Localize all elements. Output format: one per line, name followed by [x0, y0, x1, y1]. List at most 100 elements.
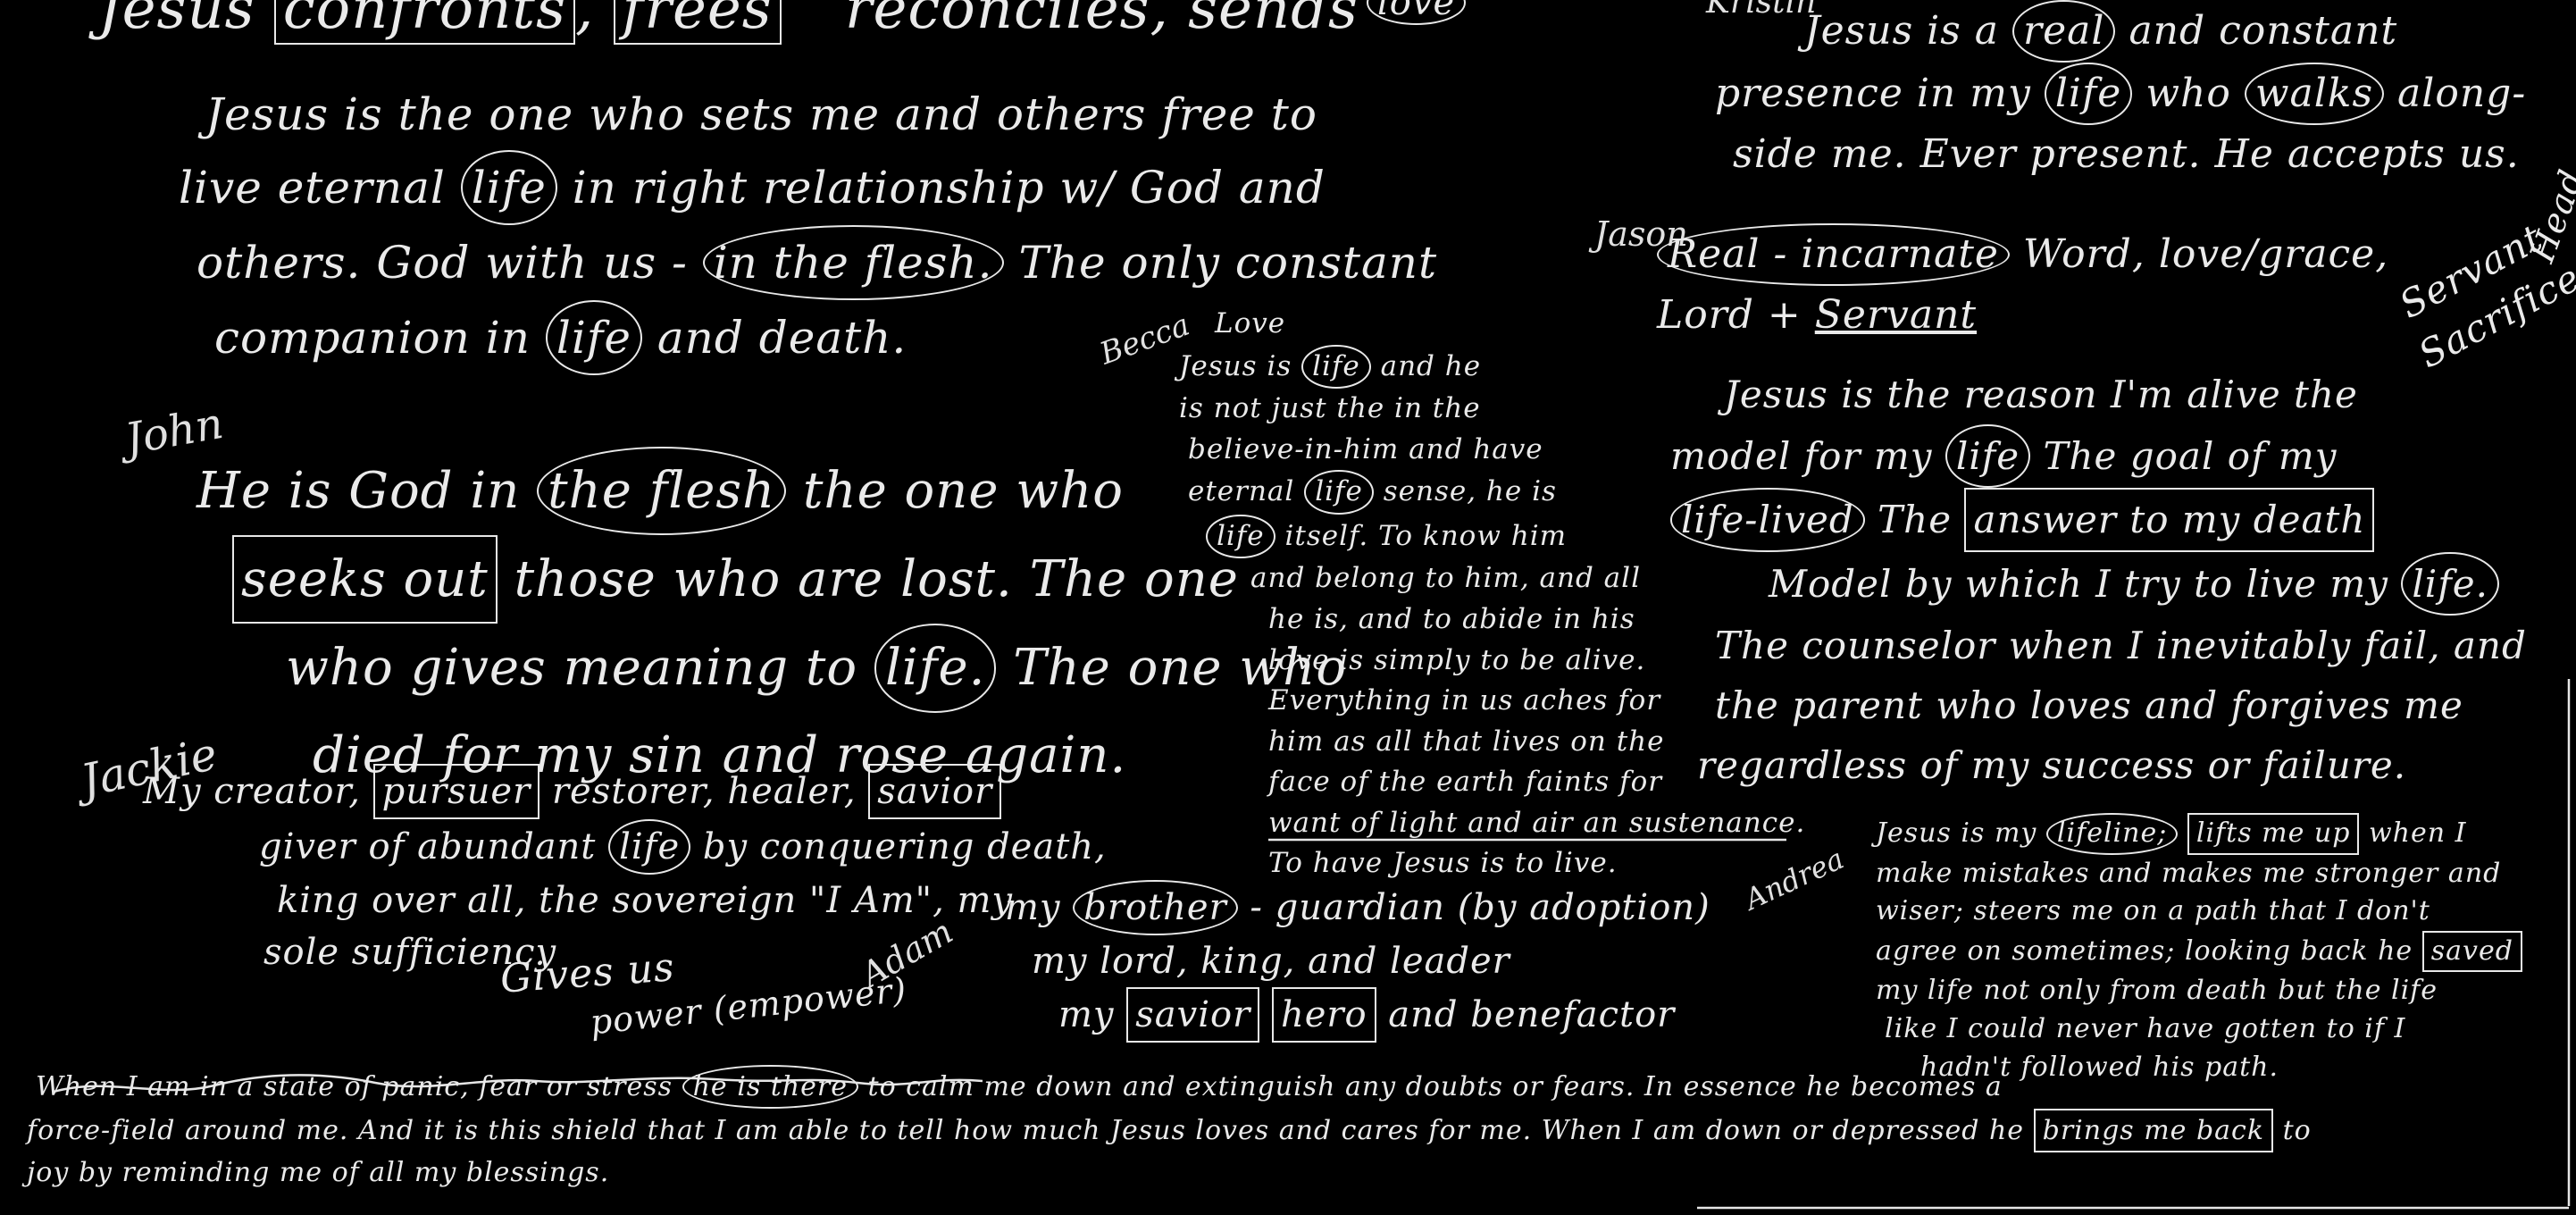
life-lived-circled: life-lived — [1670, 488, 1865, 552]
block8-l3b: The — [1878, 498, 1953, 542]
block3-l1a: My creator, — [143, 771, 361, 812]
block6-line3: side me. Ever present. He accepts us. — [1733, 131, 2520, 177]
block6-l1a: Jesus is a — [1804, 8, 2000, 54]
block2-l3a: who gives meaning to — [286, 639, 858, 698]
block8-l2c: The goal of my — [2043, 434, 2338, 479]
block4-love: Love — [1215, 307, 1286, 339]
walks-circled: walks — [2244, 63, 2385, 125]
hero-boxed: hero — [1271, 987, 1376, 1043]
block8-l2a: model for my — [1670, 434, 1933, 479]
block9-line6: like I could never have gotten to if I — [1885, 1012, 2406, 1044]
bottom-l1c: to calm me down and extinguish any doubt… — [867, 1071, 2003, 1102]
block3-l1c: restorer, healer, — [551, 771, 857, 812]
block8-line1: Jesus is the reason I'm alive the — [1724, 373, 2358, 416]
block7-l2a: Lord + — [1657, 292, 1802, 338]
block1-l4c: and death. — [657, 312, 907, 364]
bottom-l2a: force-field around me. And it is this sh… — [27, 1115, 2025, 1146]
block5-line3: my savior hero and benefactor — [1058, 987, 1710, 1043]
block-my-brother: my brother - guardian (by adoption) my l… — [1005, 880, 1710, 1043]
heading-confronts: confronts — [273, 0, 575, 45]
block2-l3c: The one who — [1013, 639, 1348, 698]
block1-l2c: in right relationship w/ God and — [572, 162, 1326, 214]
life-circled: life — [1945, 424, 2031, 489]
block6-l1c: and constant — [2129, 8, 2398, 54]
block-real-incarnate: Real - incarnate Word, love/grace, Lord … — [1657, 223, 2388, 345]
heading-love-circled: love — [1367, 0, 1467, 25]
block7-line1: Real - incarnate Word, love/grace, — [1657, 223, 2388, 286]
block1-line3: others. God with us - in the flesh. The … — [197, 225, 1437, 300]
block-free-to-live: Jesus is the one who sets me and others … — [179, 79, 1437, 375]
life-circled: life — [608, 819, 691, 875]
block9-l4a: agree on sometimes; looking back he — [1876, 934, 2413, 967]
block4-line1: Jesus is life and he — [1179, 344, 1805, 390]
block6-line2: presence in my life who walks along- — [1715, 63, 2526, 125]
block4-l4a: eternal — [1188, 475, 1295, 508]
block1-line2: live eternal life in right relationship … — [179, 150, 1437, 225]
bottom-line1: When I am in a state of panic, fear or s… — [36, 1065, 2312, 1109]
block5-l3d: and benefactor — [1388, 994, 1676, 1035]
block3-l2c: by conquering death, — [702, 826, 1107, 867]
answer-to-my-death-boxed: answer to my death — [1964, 488, 2375, 552]
block4-line9: Everything in us aches for — [1268, 684, 1661, 717]
block-bottom-paragraph: When I am in a state of panic, fear or s… — [27, 1065, 2312, 1193]
block1-line1: Jesus is the one who sets me and others … — [205, 88, 1317, 140]
real-incarnate-circled: Real - incarnate — [1657, 223, 2010, 286]
block3-line2: giver of abundant life by conquering dea… — [259, 819, 1107, 875]
block4-line13: To have Jesus is to live. — [1268, 847, 1618, 880]
heading: Jesus confronts, frees reconciles, sends — [98, 0, 1359, 45]
block4-line12: want of light and air an sustenance. — [1268, 806, 1806, 839]
he-is-there-circled: he is there — [682, 1065, 858, 1109]
heading-prefix: Jesus — [98, 0, 255, 42]
block7-l1b: Word, love/grace, — [2022, 231, 2389, 277]
life-circled: life — [1301, 344, 1371, 390]
block4-line11: face of the earth faints for — [1268, 766, 1663, 799]
block6-line1: Jesus is a real and constant — [1804, 0, 2526, 63]
block4-line8: love is simply to be alive. — [1268, 643, 1646, 676]
block2-l2b: those who are lost. The one — [514, 550, 1239, 609]
block-reason-alive: Jesus is the reason I'm alive the model … — [1670, 364, 2527, 795]
block8-line6: the parent who loves and forgives me — [1715, 683, 2463, 727]
block-lifeline: Jesus is my lifeline; lifts me up when I… — [1876, 813, 2522, 1086]
block4-line10: him as all that lives on the — [1268, 725, 1665, 758]
heading-sep: , — [574, 0, 595, 42]
block-becca: Love Jesus is life and he is not just th… — [1179, 304, 1805, 884]
bottom-l2c: to — [2282, 1115, 2312, 1146]
seeks-out-boxed: seeks out — [232, 535, 498, 624]
block5-l1a: my — [1005, 887, 1061, 928]
block5-l1c: - guardian (by adoption) — [1250, 887, 1710, 928]
real-circled: real — [2012, 0, 2116, 63]
block8-line5: The counselor when I inevitably fail, an… — [1715, 623, 2527, 667]
block6-l2e: along- — [2397, 71, 2527, 116]
block2-line2: seeks out those who are lost. The one — [232, 535, 1347, 624]
block8-l4a: Model by which I try to live my — [1769, 561, 2388, 606]
brings-me-back-boxed: brings me back — [2033, 1109, 2274, 1152]
block6-l2c: who — [2145, 71, 2231, 116]
heading-reconciles: reconciles, — [844, 0, 1169, 42]
block1-l4a: companion in — [214, 312, 531, 364]
block4-l4c: sense, he is — [1383, 475, 1557, 508]
block6-l2a: presence in my — [1715, 71, 2031, 116]
signature-kristin: Kristin — [1706, 0, 1817, 21]
block8-line7: regardless of my success or failure. — [1697, 743, 2407, 788]
block9-line4: agree on sometimes; looking back he save… — [1876, 930, 2522, 973]
block-my-creator: My creator, pursuer restorer, healer, sa… — [143, 764, 1107, 978]
block5-line1: my brother - guardian (by adoption) — [1005, 880, 1710, 935]
block7-line2: Lord + Servant — [1657, 286, 2388, 345]
block4-line5: life itself. To know him — [1206, 514, 1805, 559]
block4-line3: believe-in-him and have — [1188, 432, 1543, 465]
block2-line1: He is God in the flesh the one who — [197, 447, 1347, 536]
bottom-line3: joy by reminding me of all my blessings. — [27, 1157, 610, 1188]
saved-boxed: saved — [2421, 930, 2522, 973]
savior-boxed: savior — [868, 764, 1002, 819]
heading-frees: frees — [613, 0, 782, 45]
pursuer-boxed: pursuer — [372, 764, 540, 819]
block4-l1a: Jesus is — [1179, 349, 1292, 382]
in-the-flesh-circled: in the flesh. — [702, 225, 1004, 300]
life-circled: life — [545, 300, 642, 375]
block4-line7: he is, and to abide in his — [1268, 602, 1635, 635]
bottom-line2: force-field around me. And it is this sh… — [27, 1109, 2312, 1152]
block8-line4: Model by which I try to live my life. — [1769, 551, 2527, 616]
block9-line2: make mistakes and makes me stronger and — [1876, 857, 2502, 889]
block9-line3: wiser; steers me on a path that I don't — [1876, 895, 2430, 927]
